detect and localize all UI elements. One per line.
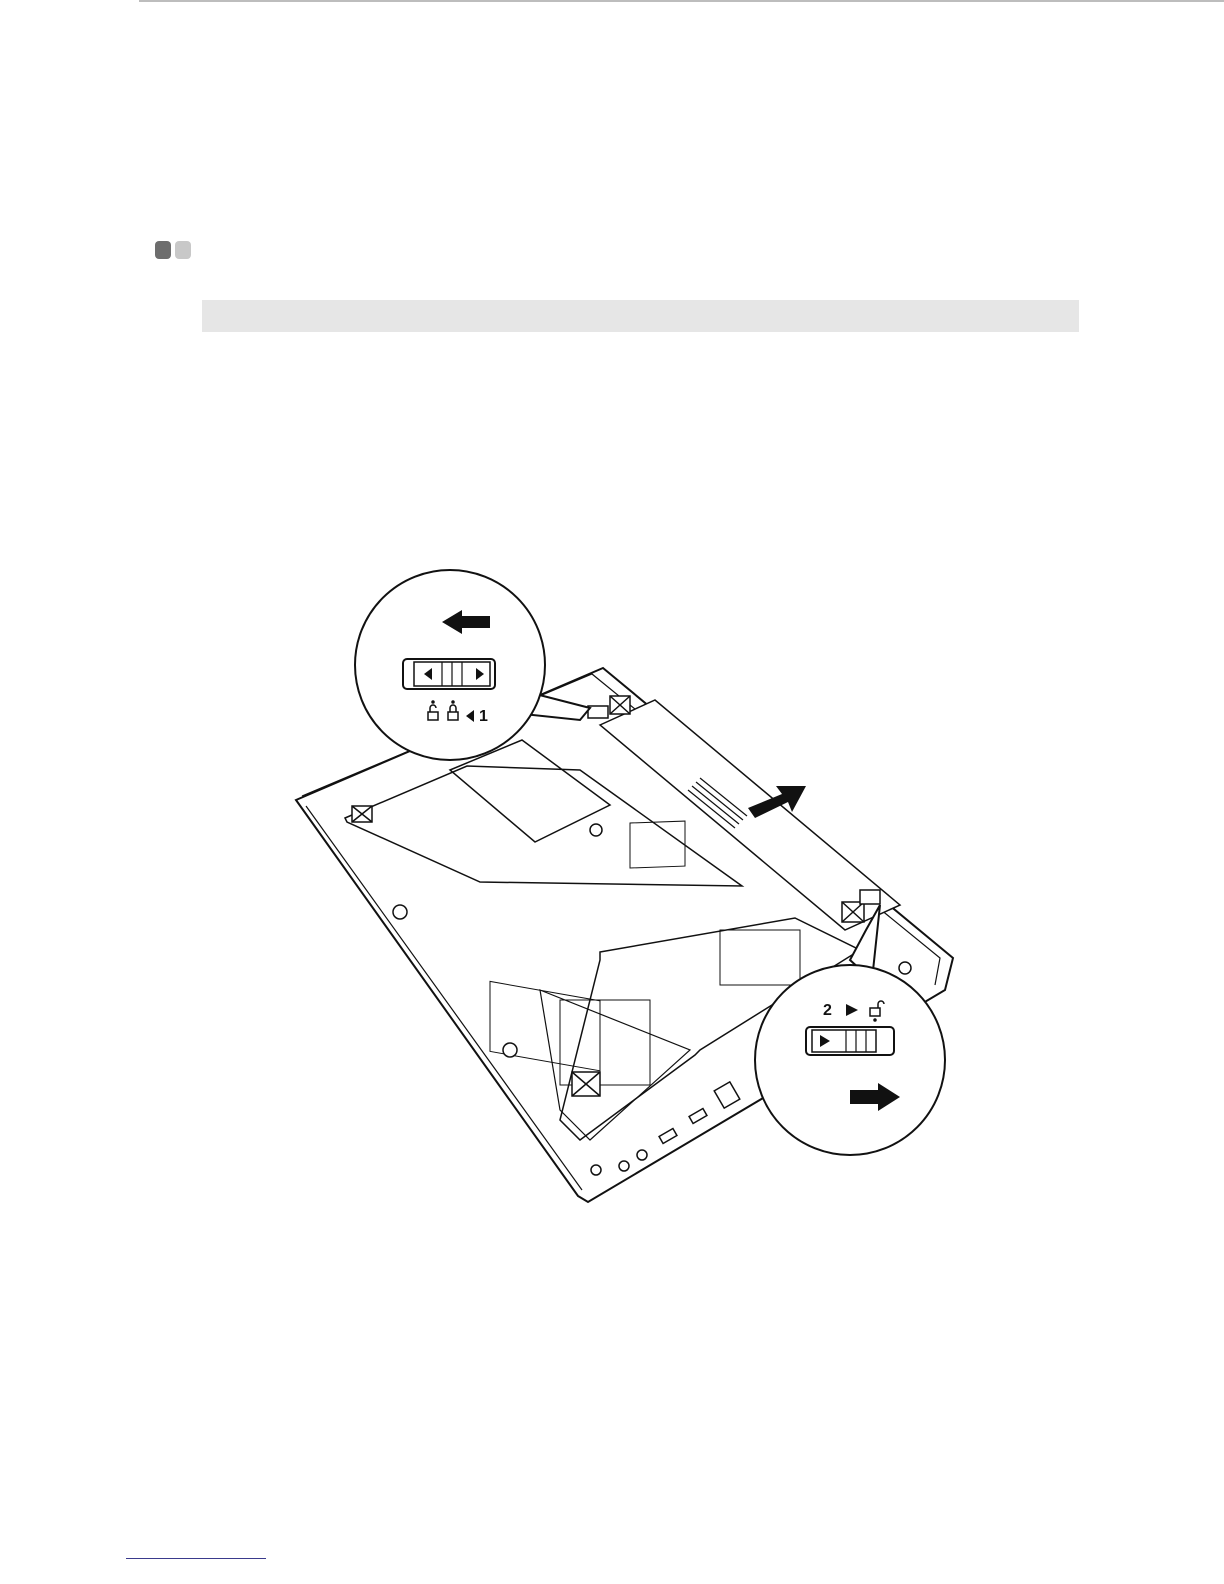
footnote-rule bbox=[126, 1558, 266, 1559]
step-label-1: 1 bbox=[479, 708, 488, 725]
step-label-2: 2 bbox=[823, 1002, 832, 1019]
